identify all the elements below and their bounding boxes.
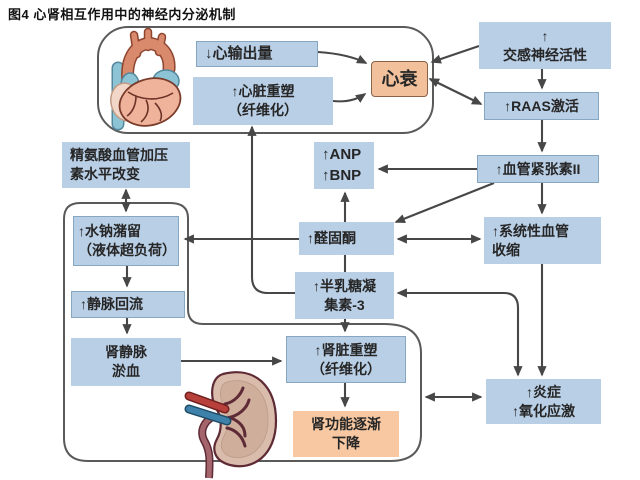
edge-angiotensin-to-aldosterone	[394, 182, 495, 223]
edge-hf-raas-double	[428, 78, 483, 105]
flow-arrows	[121, 45, 547, 408]
node-heart-output: ↓心输出量	[196, 41, 318, 67]
kidney-illustration	[184, 371, 278, 479]
node-renal-venous-congestion: 肾静脉 淤血	[71, 338, 181, 386]
node-anp-bnp: ↑ANP ↑BNP	[314, 142, 374, 189]
node-avp-level-change: 精氨酸血管加压 素水平改变	[62, 142, 190, 188]
figure-title: 图4 心肾相互作用中的神经内分泌机制	[8, 7, 236, 22]
node-sodium-water-retention: ↑水钠潴留 （液体超负荷）	[73, 216, 179, 266]
node-raas-activation: ↑RAAS激活	[484, 92, 599, 120]
node-cardiac-remodeling: ↑心脏重塑 （纤维化）	[193, 77, 333, 125]
edge-sympathetic-to-hf	[430, 45, 480, 64]
heart-illustration	[110, 27, 182, 131]
edge-remodeling-to-hf	[332, 93, 367, 103]
node-venous-return: ↑静脉回流	[71, 291, 185, 318]
edge-output-to-hf	[317, 50, 368, 64]
node-heart-failure: 心衰	[371, 61, 428, 97]
node-sympathetic-activity: ↑ 交感神经活性	[479, 22, 611, 69]
node-aldosterone: ↑醛固酮	[299, 222, 394, 255]
node-renal-remodeling: ↑肾脏重塑 （纤维化）	[286, 336, 406, 383]
node-systemic-vasoconstriction: ↑系统性血管 收缩	[484, 217, 601, 264]
node-inflammation-oxidative-stress: ↑炎症 ↑氧化应激	[486, 379, 601, 424]
node-galectin-3: ↑半乳糖凝 集素-3	[295, 272, 394, 319]
node-renal-function-decline: 肾功能逐渐 下降	[293, 411, 399, 457]
edge-galectin-inflammation-double	[396, 288, 523, 377]
edge-galectin-to-cardiac-remodeling	[247, 125, 295, 295]
node-angiotensin-ii: ↑血管紧张素II	[477, 155, 599, 183]
